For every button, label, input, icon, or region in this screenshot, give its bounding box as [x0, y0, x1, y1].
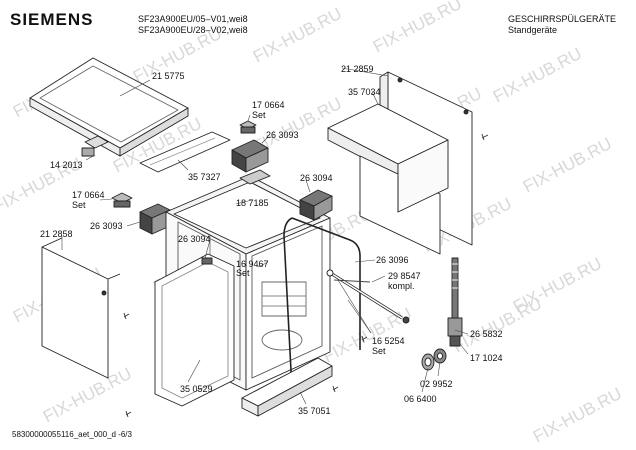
part-label-170664-top-set: Set	[252, 110, 266, 120]
screw-icons	[123, 133, 489, 418]
adjust-foot	[447, 257, 463, 347]
part-label-169467: 16 9467	[236, 259, 269, 269]
part-label-298547-kompl: kompl.	[388, 281, 415, 291]
side-panel-right	[327, 103, 449, 255]
part-label-170664-left-set: Set	[72, 200, 86, 210]
part-label-357051: 35 7051	[298, 406, 331, 416]
part-label-215775: 21 5775	[152, 71, 185, 81]
part-label-263094-left: 26 3094	[178, 234, 211, 244]
part-label-029952: 02 9952	[420, 379, 453, 389]
part-label-170664-left: 17 0664	[72, 190, 105, 200]
bracket-part-top	[239, 120, 257, 134]
part-label-165254: 16 5254	[372, 336, 405, 346]
part-label-169467-set: Set	[236, 268, 250, 278]
connector-part	[81, 135, 109, 157]
part-label-066400: 06 6400	[404, 394, 437, 404]
part-label-142013: 14 2013	[50, 160, 83, 170]
spray-tube	[326, 269, 410, 324]
part-label-263094-right: 26 3094	[300, 173, 333, 183]
document-footer: 58300000055116_aet_000_d -6/3	[12, 430, 132, 439]
hinge-part-left	[139, 203, 171, 235]
part-label-212858: 21 2858	[40, 229, 73, 239]
brand-logo: SIEMENS	[10, 10, 94, 29]
nut-parts	[421, 348, 447, 371]
part-label-165254-set: Set	[372, 346, 386, 356]
model-line-2: SF23A900EU/28–V02,wei8	[138, 25, 248, 35]
hinge-part-right	[299, 189, 333, 221]
hinge-part-top	[231, 139, 269, 173]
bracket-part-tub	[201, 257, 213, 265]
part-label-263093-left: 26 3093	[90, 221, 123, 231]
category-block: GESCHIRRSPÜLGERÄTE Standgeräte	[508, 14, 616, 36]
part-label-298547: 29 8547	[388, 271, 421, 281]
bracket-part-left	[111, 192, 133, 208]
part-label-170664-top: 17 0664	[252, 100, 285, 110]
category-line-2: Standgeräte	[508, 25, 558, 35]
side-panel-left	[41, 237, 121, 379]
part-label-350529: 35 0529	[180, 384, 213, 394]
part-label-263093-top: 26 3093	[266, 130, 299, 140]
part-label-263096: 26 3096	[376, 255, 409, 265]
door-seal	[283, 217, 361, 391]
part-label-357034: 35 7034	[348, 87, 381, 97]
model-line-1: SF23A900EU/05–V01,wei8	[138, 14, 248, 24]
leader-lines	[61, 67, 469, 405]
category-line-1: GESCHIRRSPÜLGERÄTE	[508, 14, 617, 24]
part-label-187185: 18 7185	[236, 198, 269, 208]
part-label-357327: 35 7327	[188, 172, 221, 182]
part-label-212859: 21 2859	[341, 64, 374, 74]
plinth	[241, 357, 333, 417]
part-label-265832: 26 5832	[470, 329, 503, 339]
strip-part	[139, 131, 231, 173]
model-numbers: SF23A900EU/05–V01,wei8 SF23A900EU/28–V02…	[138, 14, 248, 36]
part-label-171024: 17 1024	[470, 353, 503, 363]
